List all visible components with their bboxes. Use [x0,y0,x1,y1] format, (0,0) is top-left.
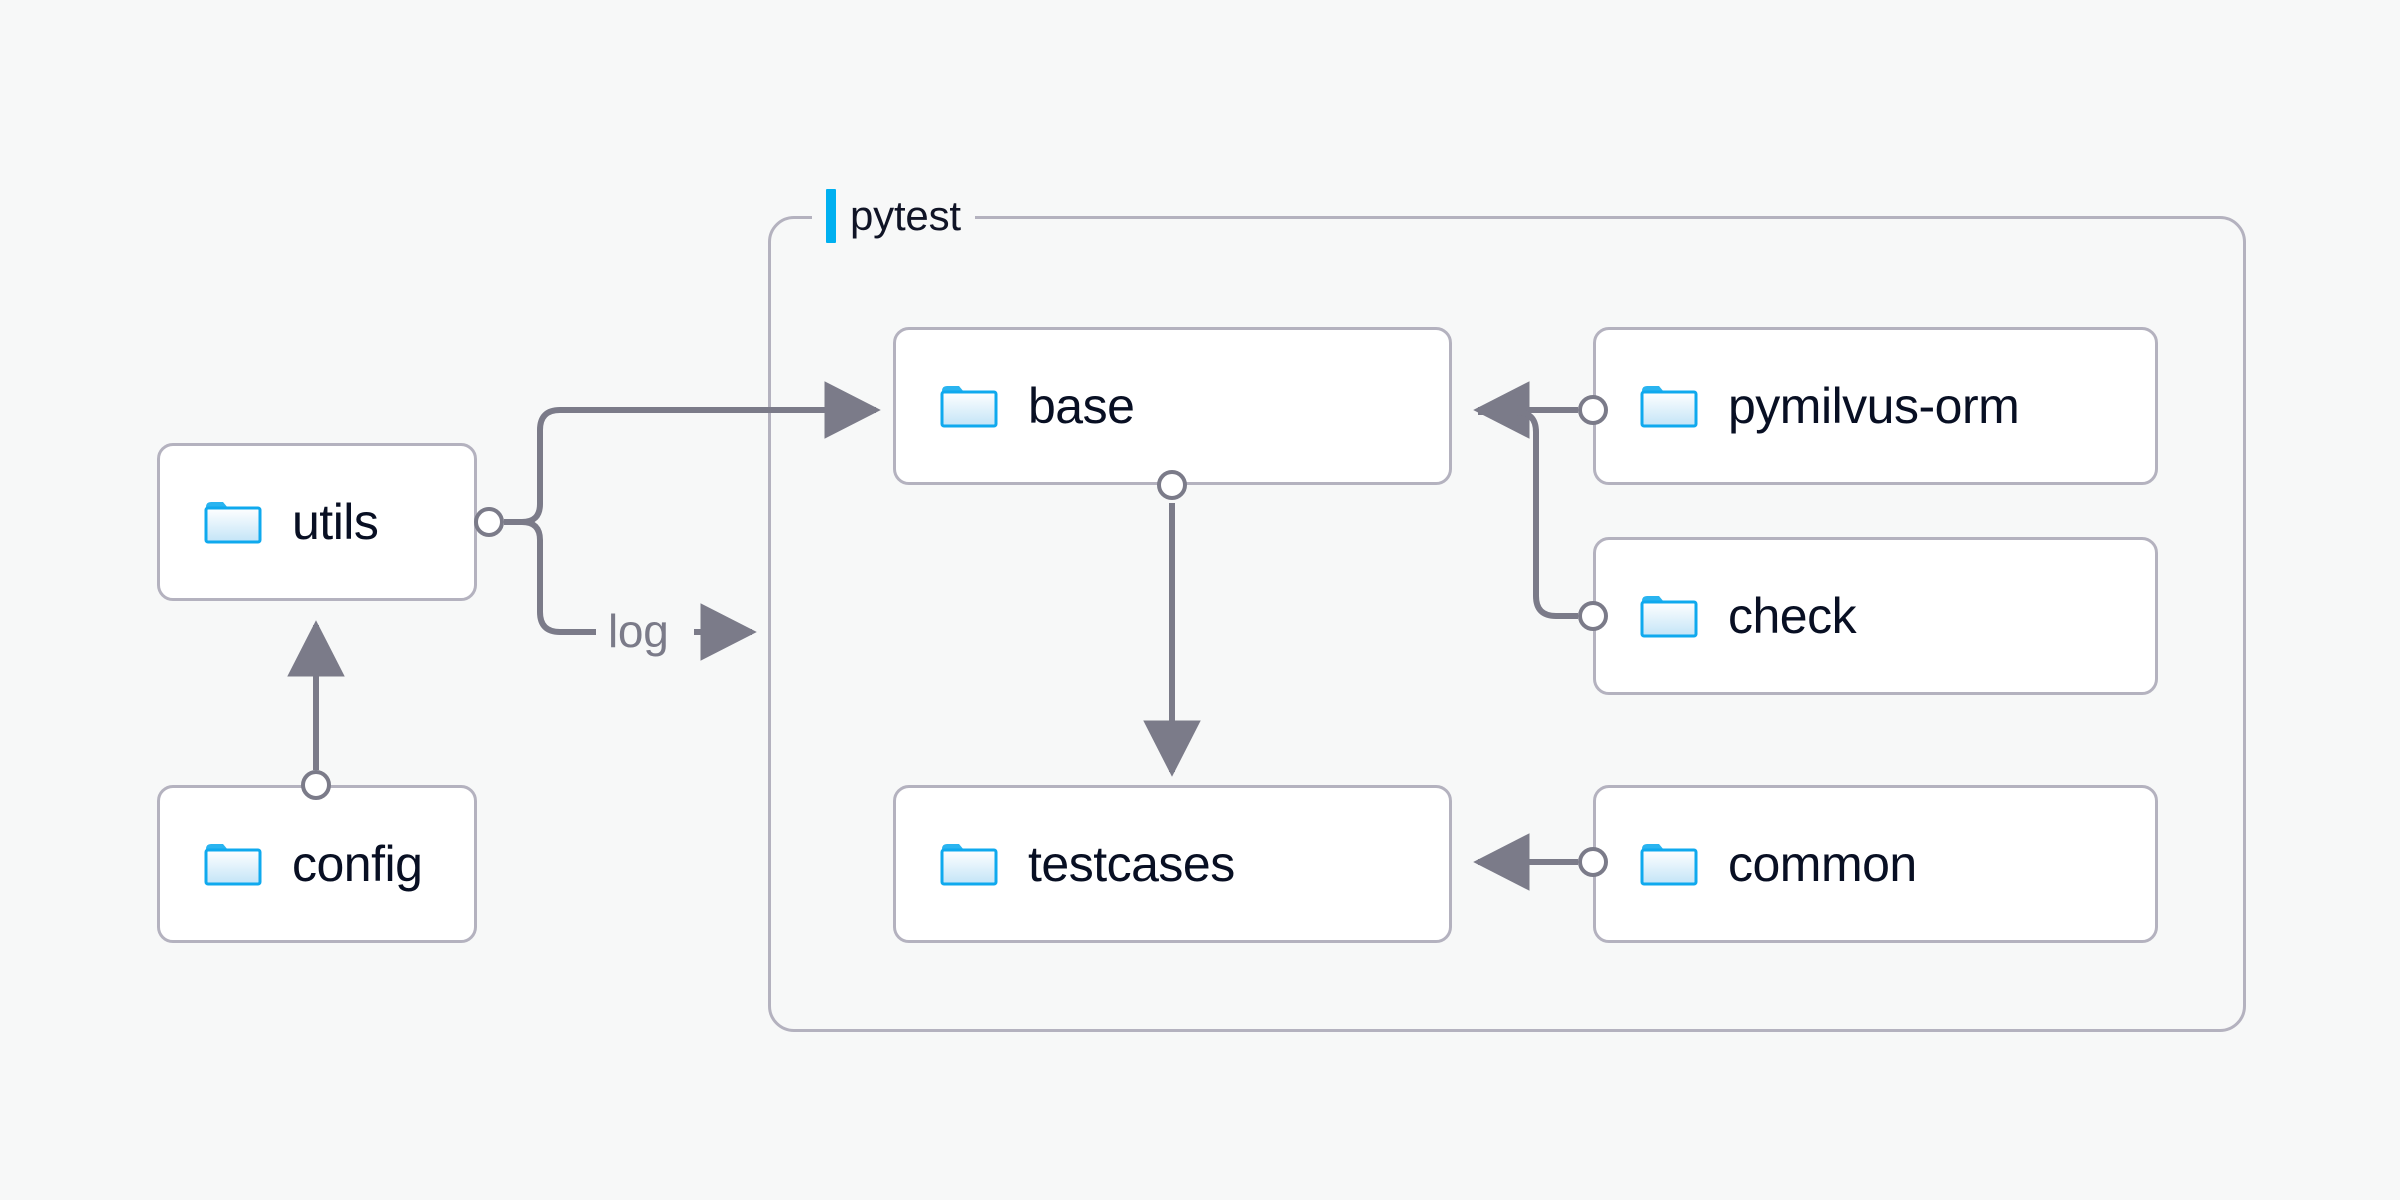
group-accent-bar [826,189,836,243]
node-check[interactable]: check [1593,537,2158,695]
node-base[interactable]: base [893,327,1452,485]
port-utils-right[interactable] [474,507,504,537]
node-label: common [1728,836,1917,892]
node-label: config [292,836,423,892]
port-config-top[interactable] [301,770,331,800]
folder-icon [1640,840,1698,888]
edge-label-log: log [598,608,679,654]
port-pymilvus-orm-left[interactable] [1578,395,1608,425]
folder-icon [940,382,998,430]
node-label: pymilvus-orm [1728,378,2020,434]
folder-icon [1640,592,1698,640]
port-common-left[interactable] [1578,847,1608,877]
folder-icon [1640,382,1698,430]
folder-icon [204,840,262,888]
node-label: utils [292,494,379,550]
node-label: testcases [1028,836,1235,892]
edge-utils-log [521,519,596,635]
folder-icon [204,498,262,546]
node-pymilvus-orm[interactable]: pymilvus-orm [1593,327,2158,485]
group-title-text: pytest [850,192,961,239]
node-utils[interactable]: utils [157,443,477,601]
port-base-bottom[interactable] [1157,470,1187,500]
folder-icon [940,840,998,888]
port-check-left[interactable] [1578,601,1608,631]
group-label-pytest: pytest [812,186,975,246]
node-config[interactable]: config [157,785,477,943]
node-common[interactable]: common [1593,785,2158,943]
node-testcases[interactable]: testcases [893,785,1452,943]
node-label: base [1028,378,1135,434]
group-container-pytest [768,216,2246,1032]
node-label: check [1728,588,1857,644]
